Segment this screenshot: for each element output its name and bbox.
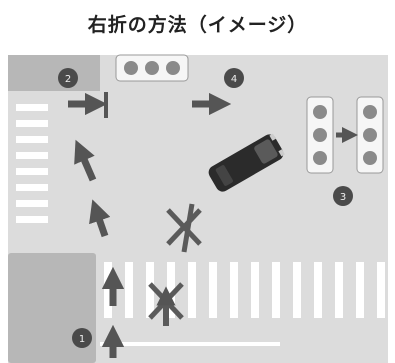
- traffic-light-right-icon: [356, 96, 384, 174]
- diagram-title: 右折の方法（イメージ）: [87, 14, 308, 36]
- svg-text:4: 4: [231, 74, 237, 85]
- traffic-light-top-icon: [115, 54, 189, 82]
- arrow-icon: [74, 139, 97, 182]
- car-icon: [208, 133, 285, 192]
- corner-block-top-left: [8, 55, 100, 91]
- cross-mark-icon: [166, 203, 202, 253]
- traffic-light-left-icon: [306, 96, 334, 174]
- step-badge-3: 3: [333, 186, 353, 206]
- path-arrows: [68, 92, 232, 358]
- step-badge-2: 2: [58, 68, 78, 88]
- svg-text:3: 3: [340, 192, 346, 203]
- crosswalk-left: [16, 104, 48, 223]
- svg-text:2: 2: [65, 74, 71, 85]
- step-badge-1: 1: [72, 328, 92, 348]
- svg-text:1: 1: [79, 334, 85, 345]
- step-badge-4: 4: [224, 68, 244, 88]
- stop-line: [100, 342, 280, 346]
- stop-bar: [104, 92, 108, 118]
- arrow-icon: [89, 199, 111, 238]
